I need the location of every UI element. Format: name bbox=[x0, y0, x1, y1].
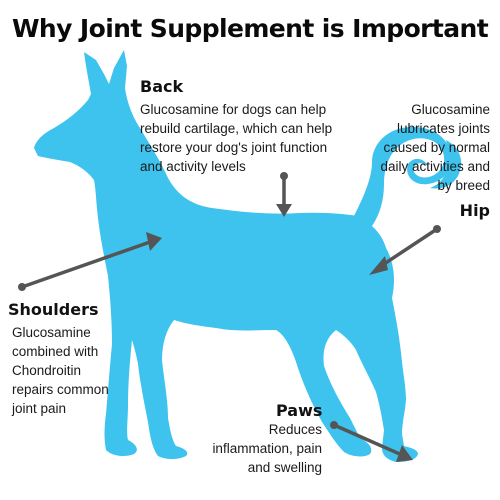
back-description: Glucosamine for dogs can help rebuild ca… bbox=[140, 100, 370, 176]
shoulders-heading: Shoulders bbox=[8, 300, 99, 319]
arrow-hip bbox=[369, 225, 441, 275]
arrow-shoulders bbox=[18, 232, 162, 291]
hip-line: caused by normal bbox=[383, 140, 490, 155]
paws-line: inflammation, pain bbox=[212, 441, 322, 456]
paws-description: Reduces inflammation, pain and swelling bbox=[192, 420, 322, 477]
back-line: rebuild cartilage, which can help bbox=[140, 121, 333, 136]
hip-line: Glucosamine bbox=[411, 102, 490, 117]
shoulders-line: joint pain bbox=[12, 401, 67, 416]
shoulders-description: Glucosamine combined with Chondroitin re… bbox=[12, 323, 142, 418]
back-line: restore your dog's joint function bbox=[140, 140, 328, 155]
hip-line: daily activities and bbox=[380, 159, 490, 174]
page-title: Why Joint Supplement is Important bbox=[11, 14, 489, 43]
back-heading: Back bbox=[140, 77, 184, 96]
shoulders-line: Chondroitin bbox=[12, 363, 82, 378]
shoulders-line: Glucosamine bbox=[12, 325, 91, 340]
paws-line: Reduces bbox=[268, 422, 322, 437]
hip-description: Glucosamine lubricates joints caused by … bbox=[350, 100, 490, 195]
hip-line: lubricates joints bbox=[396, 121, 490, 136]
hip-heading: Hip bbox=[459, 201, 490, 220]
back-line: and activity levels bbox=[140, 159, 246, 174]
shoulders-line: repairs common bbox=[12, 382, 109, 397]
paws-heading: Paws bbox=[276, 401, 323, 420]
arrow-paws bbox=[330, 421, 413, 462]
dog-silhouette bbox=[34, 50, 462, 462]
hip-line: by breed bbox=[437, 178, 490, 193]
paws-line: and swelling bbox=[247, 460, 322, 475]
arrow-back bbox=[276, 172, 292, 217]
back-line: Glucosamine for dogs can help bbox=[140, 102, 327, 117]
shoulders-line: combined with bbox=[12, 344, 99, 359]
